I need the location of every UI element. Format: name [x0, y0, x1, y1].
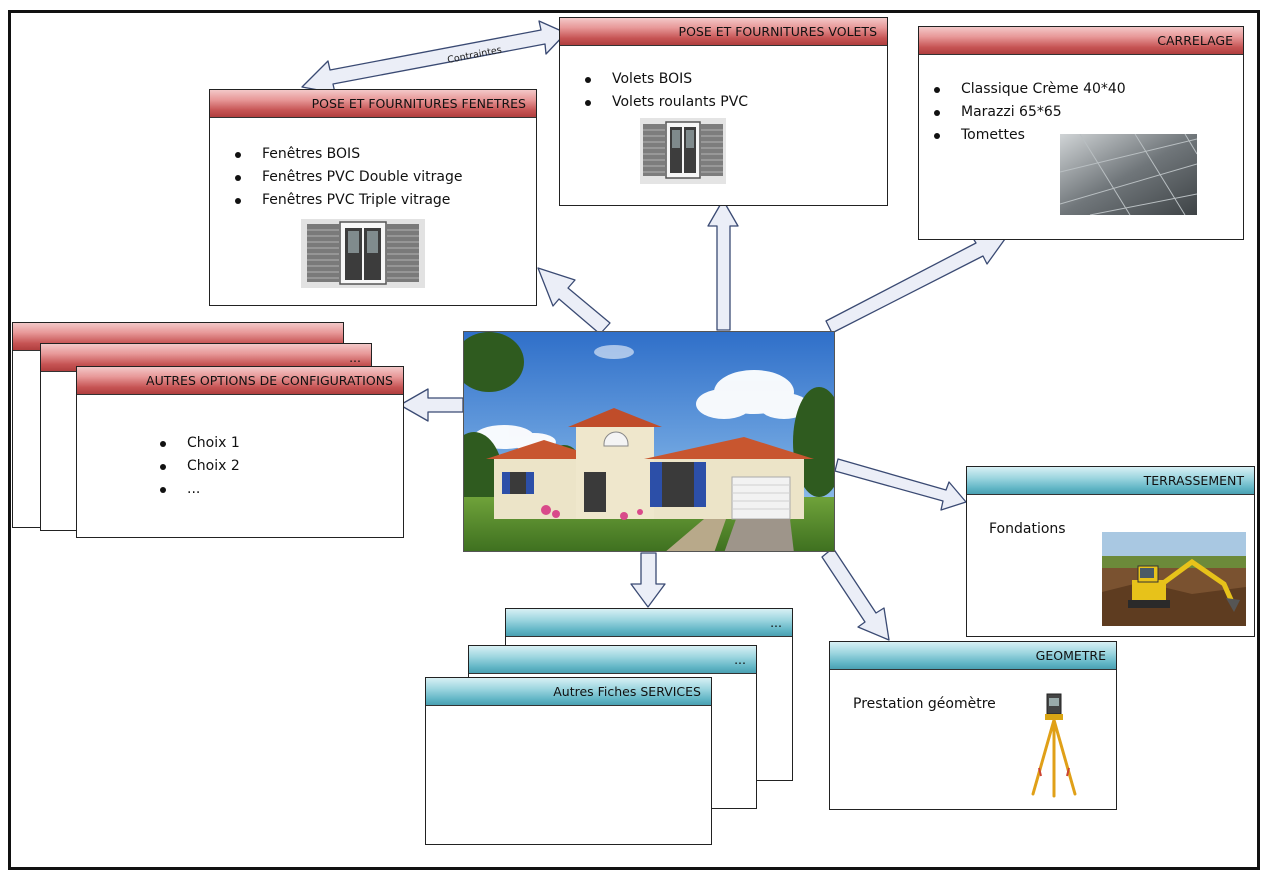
card-terrassement-title: TERRASSEMENT	[967, 467, 1254, 495]
card-stack-title: ...	[506, 609, 792, 637]
surveying-tripod-icon	[1025, 688, 1081, 800]
arrow-to-carrelage	[825, 231, 1011, 334]
autres-options-list: Choix 1 Choix 2 ...	[157, 432, 240, 501]
arrow-constraint	[301, 20, 567, 94]
list-item: Classique Crème 40*40	[931, 78, 1126, 101]
list-item: Fenêtres PVC Triple vitrage	[232, 189, 462, 212]
card-autres-options-title: AUTRES OPTIONS DE CONFIGURATIONS	[77, 367, 403, 395]
card-carrelage-title: CARRELAGE	[919, 27, 1243, 55]
window-shutters-icon	[640, 118, 726, 184]
card-geometre-title: GEOMETRE	[830, 642, 1116, 670]
card-volets: POSE ET FOURNITURES VOLETS Volets BOIS V…	[559, 17, 888, 206]
card-terrassement: TERRASSEMENT Fondations	[966, 466, 1255, 637]
arrow-to-services	[630, 552, 666, 608]
card-fenetres-title: POSE ET FOURNITURES FENETRES	[210, 90, 536, 118]
card-fenetres: POSE ET FOURNITURES FENETRES Fenêtres BO…	[209, 89, 537, 306]
list-item: Volets BOIS	[582, 68, 748, 91]
list-item: Choix 1	[157, 432, 240, 455]
list-item: ...	[157, 478, 240, 501]
arrow-to-fenetres	[537, 267, 611, 335]
list-item: Marazzi 65*65	[931, 101, 1126, 124]
list-item: Fenêtres PVC Double vitrage	[232, 166, 462, 189]
carrelage-list: Classique Crème 40*40 Marazzi 65*65 Tome…	[931, 78, 1126, 147]
geometre-text: Prestation géomètre	[853, 696, 996, 712]
terrassement-text: Fondations	[989, 521, 1066, 537]
list-item: Choix 2	[157, 455, 240, 478]
fenetres-list: Fenêtres BOIS Fenêtres PVC Double vitrag…	[232, 143, 462, 212]
volets-list: Volets BOIS Volets roulants PVC	[582, 68, 748, 114]
list-item: Tomettes	[931, 124, 1126, 147]
house-photo	[463, 331, 835, 552]
list-item: Fenêtres BOIS	[232, 143, 462, 166]
window-shutters-icon	[301, 219, 425, 288]
arrow-to-terrassement	[834, 458, 967, 511]
excavator-icon	[1102, 532, 1246, 626]
arrows-layer: Contraintes	[301, 20, 1011, 641]
arrow-to-volets	[707, 199, 739, 331]
card-services: Autres Fiches SERVICES	[425, 677, 712, 845]
tile-floor-icon	[1060, 134, 1197, 215]
card-services-title: Autres Fiches SERVICES	[426, 678, 711, 706]
card-volets-title: POSE ET FOURNITURES VOLETS	[560, 18, 887, 46]
card-autres-options: AUTRES OPTIONS DE CONFIGURATIONS Choix 1…	[76, 366, 404, 538]
card-carrelage: CARRELAGE Classique Crème 40*40 Marazzi …	[918, 26, 1244, 240]
arrow-to-geometre	[821, 547, 890, 641]
card-geometre: GEOMETRE Prestation géomètre	[829, 641, 1117, 810]
arrow-to-autres-options	[399, 388, 464, 422]
list-item: Volets roulants PVC	[582, 91, 748, 114]
card-stack-title: ...	[469, 646, 756, 674]
